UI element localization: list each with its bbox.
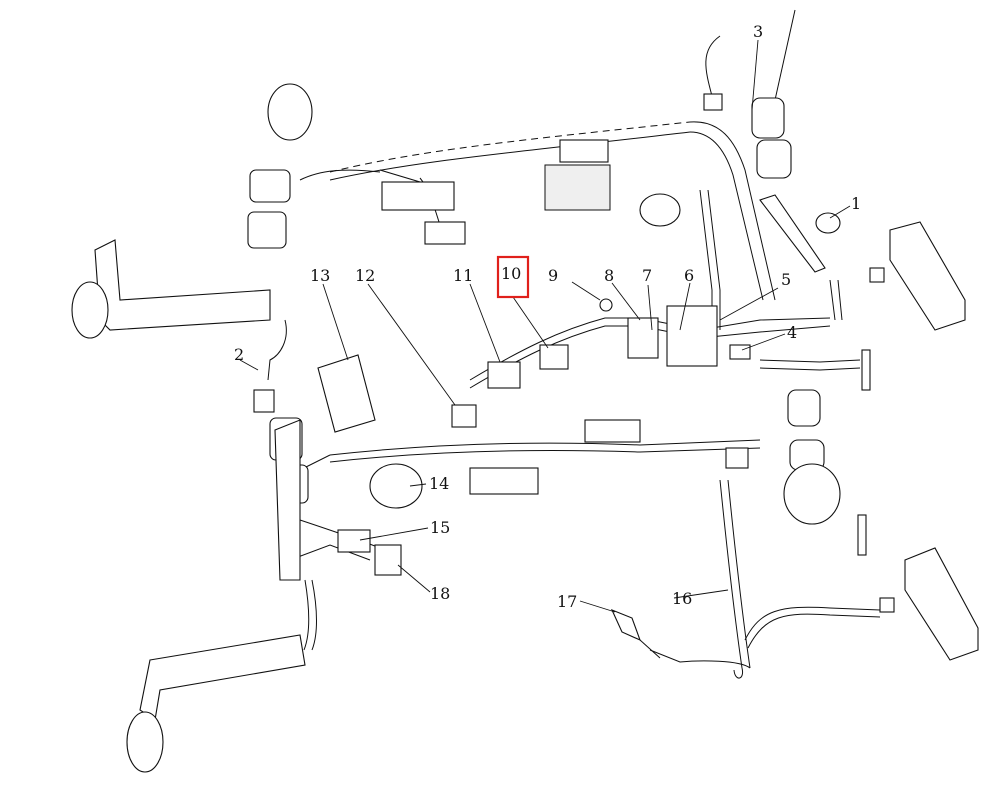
callout-3: 3 (753, 22, 763, 41)
top-right-lamp-b (756, 139, 792, 179)
part-15-junction (337, 529, 371, 553)
callout-1: 1 (851, 194, 861, 213)
part-18-connector-block (374, 544, 402, 576)
upper-left-module (381, 181, 455, 211)
callout-17: 17 (557, 592, 577, 611)
top-right-lamp-a (751, 97, 785, 139)
part-9-sensor (599, 298, 613, 312)
wiper-arm (759, 194, 826, 273)
callout-5: 5 (781, 270, 791, 289)
part-13-panel (317, 354, 376, 433)
callout-10-highlight (496, 255, 530, 299)
top-left-beacon-lamp (267, 83, 313, 141)
part-4-connector (729, 344, 751, 360)
right-beacon-lamp (783, 463, 841, 525)
top-right-connector (703, 93, 723, 111)
speaker-unit (639, 193, 681, 227)
upper-left-mirror-lamp (71, 281, 109, 339)
radio-top-panel (559, 139, 609, 163)
part-11-connector (487, 361, 521, 389)
center-display-module (584, 419, 641, 443)
radio-unit (544, 164, 611, 211)
part-1-grommet (815, 212, 841, 234)
right-connector-upper (869, 267, 885, 283)
callout-2: 2 (234, 345, 244, 364)
callout-15: 15 (430, 518, 450, 537)
part-10-switch (539, 344, 569, 370)
upper-left-mirror-arm (94, 239, 271, 331)
callout-11: 11 (453, 266, 473, 285)
callout-8: 8 (604, 266, 614, 285)
callout-labels: 1 2 3 4 5 6 7 8 9 10 11 12 13 14 15 16 1… (234, 22, 861, 611)
callout-12: 12 (355, 266, 375, 285)
right-connector-lower (879, 597, 895, 613)
upper-left-light-housing-lower (247, 211, 287, 249)
upper-left-bracket (424, 221, 466, 245)
harness-wires (289, 9, 881, 679)
right-mid-connector (725, 447, 749, 469)
center-lower-module (469, 467, 539, 495)
part-12-connector (451, 404, 477, 428)
right-bracket-lower (857, 514, 867, 556)
relay-block (627, 317, 659, 359)
harness-components (71, 83, 979, 773)
right-work-lamp-upper (889, 221, 966, 331)
part-2-connector (253, 389, 275, 413)
lower-left-mirror-lamp (126, 711, 164, 773)
callout-6: 6 (684, 266, 694, 285)
callout-14: 14 (429, 474, 449, 493)
right-work-lamp-lower (904, 547, 979, 661)
callout-4: 4 (787, 323, 797, 342)
lower-left-mirror-arm (139, 634, 306, 721)
fuse-box-bracket (666, 305, 718, 367)
callout-leaders (239, 39, 851, 613)
left-cluster-frame (274, 419, 301, 581)
part-14-horn (369, 463, 423, 509)
callout-9: 9 (548, 266, 558, 285)
part-17-sensor (610, 608, 641, 642)
callout-13: 13 (310, 266, 330, 285)
right-bracket-upper (861, 349, 871, 391)
callout-18: 18 (430, 584, 450, 603)
callout-7: 7 (642, 266, 652, 285)
right-mid-lamp-a (787, 389, 821, 427)
callout-10: 10 (501, 264, 521, 283)
callout-16: 16 (672, 589, 692, 608)
upper-left-light-housing (249, 169, 291, 203)
